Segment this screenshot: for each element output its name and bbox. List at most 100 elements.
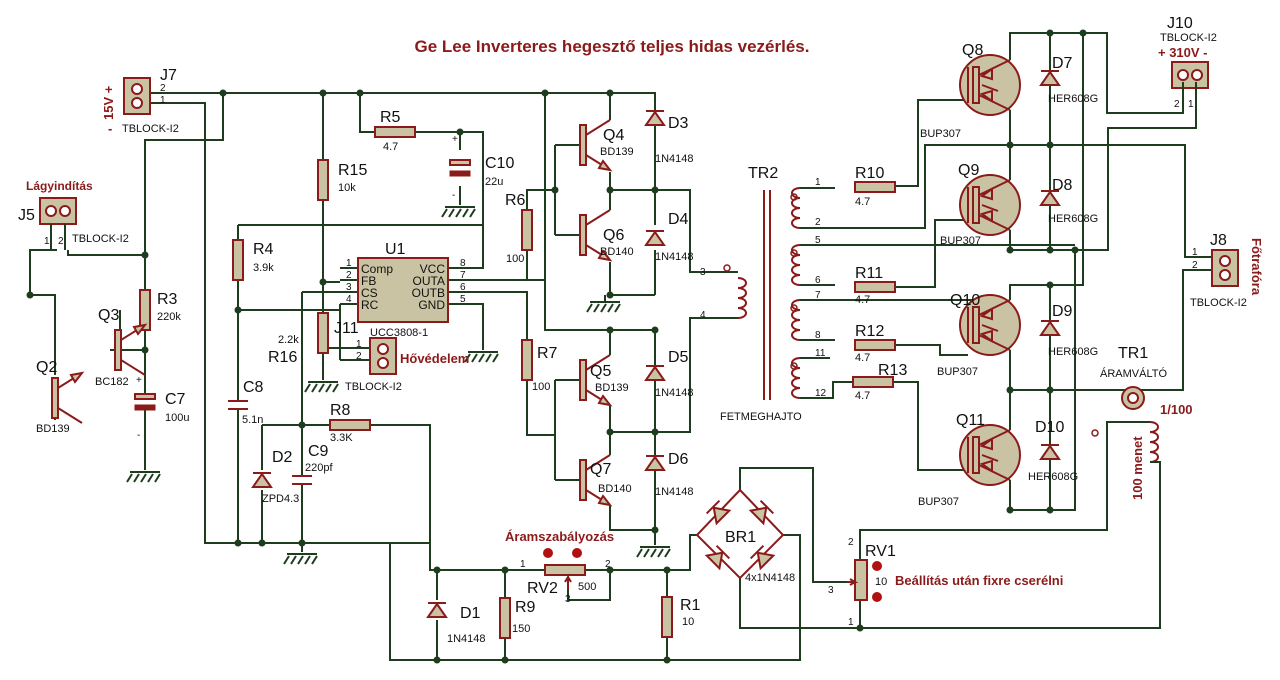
- components-d3-value: 1N4148: [655, 153, 694, 165]
- components-c10-ref: C10: [485, 155, 514, 172]
- j8-ref: J8: [1210, 232, 1227, 249]
- components-d4-ref: D4: [668, 211, 689, 228]
- components-d7-ref: D7: [1052, 55, 1073, 72]
- components-q7-ref: Q7: [590, 461, 611, 478]
- components-q7-value: BD140: [598, 483, 632, 495]
- components-d5-ref: D5: [668, 349, 689, 366]
- ground-icon: [126, 471, 161, 483]
- connector-j5[interactable]: Lágyindítás J5 TBLOCK-I2 1 2: [18, 179, 129, 250]
- u1-value: UCC3808-1: [370, 327, 428, 339]
- connector-j8[interactable]: J8 TBLOCK-I2 1 2 Főtrafóra: [1190, 232, 1264, 309]
- components-r6-ref: R6: [505, 192, 526, 209]
- resistor-r8: R83.3K: [329, 402, 371, 444]
- components-q11-ref: Q11: [956, 412, 985, 429]
- components-r15-ref: R15: [338, 162, 367, 179]
- pin-label: 3: [346, 282, 352, 293]
- rv1-note: Beállítás után fixre cserélni: [895, 573, 1063, 588]
- rv2-ref: RV2: [527, 580, 558, 597]
- j11-value: TBLOCK-I2: [345, 381, 402, 393]
- u1-ref: U1: [385, 241, 406, 258]
- components-q6-ref: Q6: [603, 227, 624, 244]
- components-q10-ref: Q10: [950, 292, 980, 309]
- pin-label: 2: [848, 537, 854, 548]
- components-d8-ref: D8: [1052, 177, 1073, 194]
- pins-tr2-1: 1: [815, 177, 821, 188]
- components-d7-value: HER608G: [1048, 93, 1098, 105]
- pins-tr2-6: 6: [815, 275, 821, 286]
- pin-label: 1: [346, 258, 352, 269]
- components-q9-ref: Q9: [958, 162, 979, 179]
- components-r5-ref: R5: [380, 109, 401, 126]
- pin-label: 2: [605, 559, 611, 570]
- components-d10-ref: D10: [1035, 419, 1064, 436]
- junction-dots: [26, 29, 1087, 664]
- u1-pin-name: Comp: [361, 262, 393, 276]
- components-tr1-value: ÁRAMVÁLTÓ: [1100, 367, 1167, 380]
- pin-label: 2: [58, 236, 64, 247]
- components-br1-value: 4x1N4148: [745, 572, 795, 584]
- pin-label: 3: [828, 585, 834, 596]
- components-c7-ref: C7: [165, 391, 186, 408]
- pins-tr2-12: 12: [815, 388, 827, 399]
- pins-tr2-7: 7: [815, 290, 821, 301]
- components-d9-value: HER608G: [1048, 346, 1098, 358]
- current-transformer-tr1: TR1 ÁRAMVÁLTÓ 1/100 100 menet: [1091, 345, 1193, 500]
- j7-value: TBLOCK-I2: [122, 123, 179, 135]
- wires: [29, 32, 1212, 661]
- components-d5-value: 1N4148: [655, 387, 694, 399]
- components-tr2-value: FETMEGHAJTO: [720, 411, 802, 423]
- thermal-protection-label: Hővédelem: [400, 351, 469, 366]
- connector-j10[interactable]: J10 TBLOCK-I2 + 310V - 2 1: [1158, 15, 1217, 110]
- components-q3-ref: Q3: [98, 307, 119, 324]
- pins-c7-minus: -: [137, 430, 140, 441]
- components-d2-ref: D2: [272, 449, 293, 466]
- u1-pin-name: GND: [418, 298, 445, 312]
- pin-label: 5: [460, 294, 466, 305]
- components-r9-ref: R9: [515, 599, 536, 616]
- components-r13-ref: R13: [878, 362, 907, 379]
- capacitor-c8: C85.1n: [227, 379, 264, 426]
- pin-label: 1: [160, 95, 166, 106]
- u1-pin-name: FB: [361, 274, 376, 288]
- components-c7-value: 100u: [165, 412, 189, 424]
- components-r15-value: 10k: [338, 182, 356, 194]
- components-q4-ref: Q4: [603, 127, 624, 144]
- pin-label: 3: [565, 594, 571, 605]
- potentiometer-rv2[interactable]: Áramszabályozás RV2 500 1 2 3: [505, 529, 614, 605]
- components-d6-ref: D6: [668, 451, 689, 468]
- pin-label: 1: [1188, 99, 1194, 110]
- pins-tr2-11: 11: [815, 348, 826, 359]
- u1-pin-name: RC: [361, 298, 379, 312]
- components-q2-ref: Q2: [36, 359, 57, 376]
- pins-c10-plus: +: [452, 134, 458, 145]
- components-r12-ref: R12: [855, 323, 884, 340]
- components-q2-value: BD139: [36, 423, 70, 435]
- u1-pin-name: OUTB: [412, 286, 445, 300]
- components-r11-value: 4.7: [855, 294, 870, 306]
- diode-d5: D5 1N4148: [645, 349, 694, 399]
- potentiometer-rv1[interactable]: RV1 10 Beállítás után fixre cserélni 2 3…: [828, 537, 1063, 628]
- u1-pin-name: OUTA: [413, 274, 445, 288]
- components-d1-value: 1N4148: [447, 633, 486, 645]
- connector-j7[interactable]: J7 TBLOCK-I2 2 1 15V + -: [101, 67, 179, 136]
- connector-j11[interactable]: J11 TBLOCK-I2 1 2 Hővédelem: [334, 320, 469, 393]
- pin-label: 2: [1174, 99, 1180, 110]
- components-r6-value: 100: [506, 253, 524, 265]
- components-q5-ref: Q5: [590, 363, 611, 380]
- components-q11-value: BUP307: [918, 496, 959, 508]
- pins-tr2-2: 2: [815, 217, 821, 228]
- pin-label: 1: [848, 617, 854, 628]
